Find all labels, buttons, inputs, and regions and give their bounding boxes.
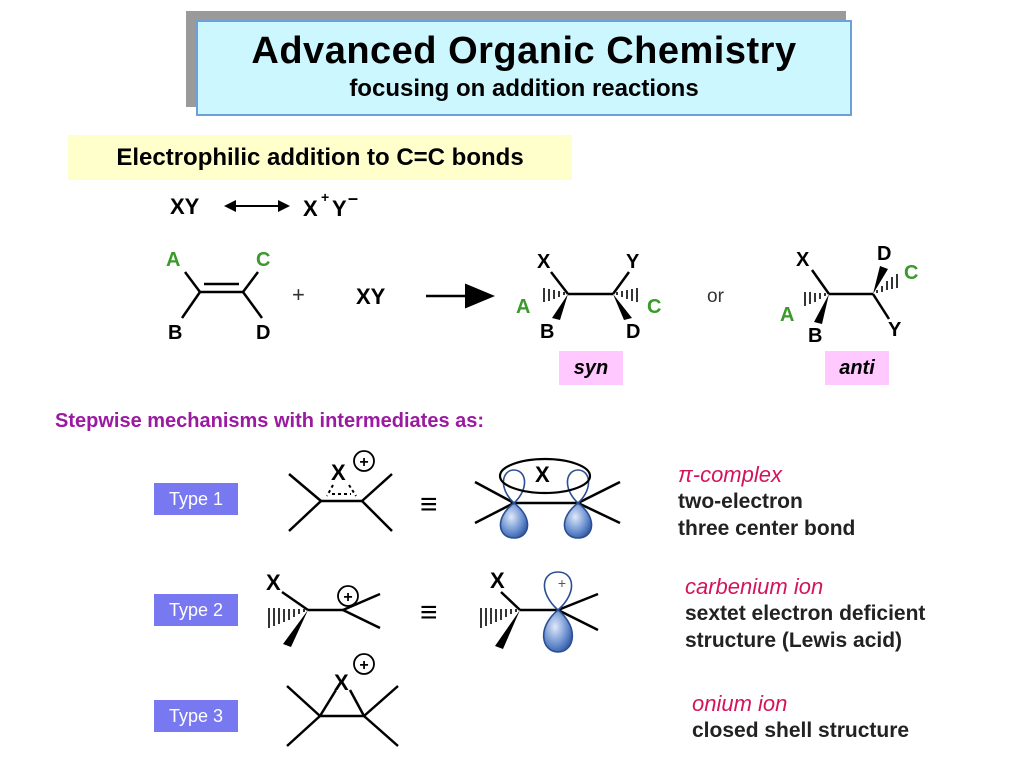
type3-charge: +	[359, 657, 368, 674]
anti-y: Y	[888, 319, 902, 341]
type3-badge: Type 3	[154, 700, 238, 732]
slide-title: Advanced Organic Chemistry	[251, 30, 797, 72]
anti-c: C	[904, 262, 918, 284]
type2-charge: +	[343, 589, 352, 606]
plus-sign: +	[292, 282, 305, 307]
anti-product-structure	[804, 266, 898, 324]
syn-product-structure	[543, 271, 638, 320]
alkene-sub-c: C	[256, 249, 270, 271]
syn-b: B	[540, 321, 554, 343]
resonance-arrow-right-head	[278, 200, 290, 212]
type1-badge: Type 1	[154, 483, 238, 515]
ion-plus: +	[321, 189, 329, 205]
type2-badge: Type 2	[154, 594, 238, 626]
type1-orbital-x: X	[535, 462, 550, 487]
syn-d: D	[626, 321, 640, 343]
reagent-xy: XY	[356, 284, 386, 309]
slide-subtitle: focusing on addition reactions	[349, 75, 699, 102]
type2-orbital-charge: +	[558, 575, 566, 591]
type2-orbital-x: X	[490, 568, 505, 593]
type3-line-1: closed shell structure	[692, 719, 910, 742]
anti-b: B	[808, 325, 822, 347]
alkene-sub-d: D	[256, 322, 270, 344]
type2-line-1: sextet electron deficient	[685, 602, 926, 625]
section-heading: Electrophilic addition to C=C bonds	[68, 135, 572, 180]
ion-minus: –	[348, 188, 358, 208]
type1-description: π-complex two-electron three center bond	[678, 461, 855, 542]
type2-description: carbenium ion sextet electron deficient …	[685, 573, 925, 654]
polar-reagent: XY	[170, 194, 200, 219]
ion-x: X	[303, 196, 318, 221]
type3-x: X	[334, 670, 349, 695]
type1-equiv: ≡	[420, 488, 438, 521]
title-box: Advanced Organic Chemistry focusing on a…	[196, 20, 852, 116]
syn-label: syn	[559, 351, 623, 385]
alkene-sub-a: A	[166, 249, 180, 271]
type2-name: carbenium ion	[685, 574, 824, 599]
syn-c: C	[647, 296, 661, 318]
type1-structure	[288, 450, 393, 532]
type1-line-1: two-electron	[678, 490, 803, 513]
resonance-arrow-left-head	[224, 200, 236, 212]
type2-orbital-structure	[480, 571, 599, 653]
anti-a: A	[780, 304, 794, 326]
anti-label: anti	[825, 351, 889, 385]
type1-charge: +	[359, 454, 368, 471]
type2-line-2: structure (Lewis acid)	[685, 629, 903, 652]
type3-description: onium ion closed shell structure	[692, 690, 909, 744]
syn-x: X	[537, 251, 551, 273]
syn-y: Y	[626, 251, 640, 273]
mechanisms-heading: Stepwise mechanisms with intermediates a…	[55, 410, 485, 432]
type1-name: π-complex	[678, 462, 782, 487]
type3-name: onium ion	[692, 691, 788, 716]
type2-x: X	[266, 570, 281, 595]
anti-d: D	[877, 243, 891, 265]
alkene-structure	[180, 271, 264, 319]
or-text: or	[707, 286, 725, 307]
anti-x: X	[796, 249, 810, 271]
type1-line-2: three center bond	[678, 517, 856, 540]
type2-structure	[268, 585, 381, 647]
alkene-sub-b: B	[168, 322, 182, 344]
ion-y: Y	[332, 196, 347, 221]
type1-orbital-structure	[474, 457, 621, 539]
type1-x: X	[331, 460, 346, 485]
syn-a: A	[516, 296, 530, 318]
type2-equiv: ≡	[420, 596, 438, 629]
type3-structure	[286, 653, 399, 747]
